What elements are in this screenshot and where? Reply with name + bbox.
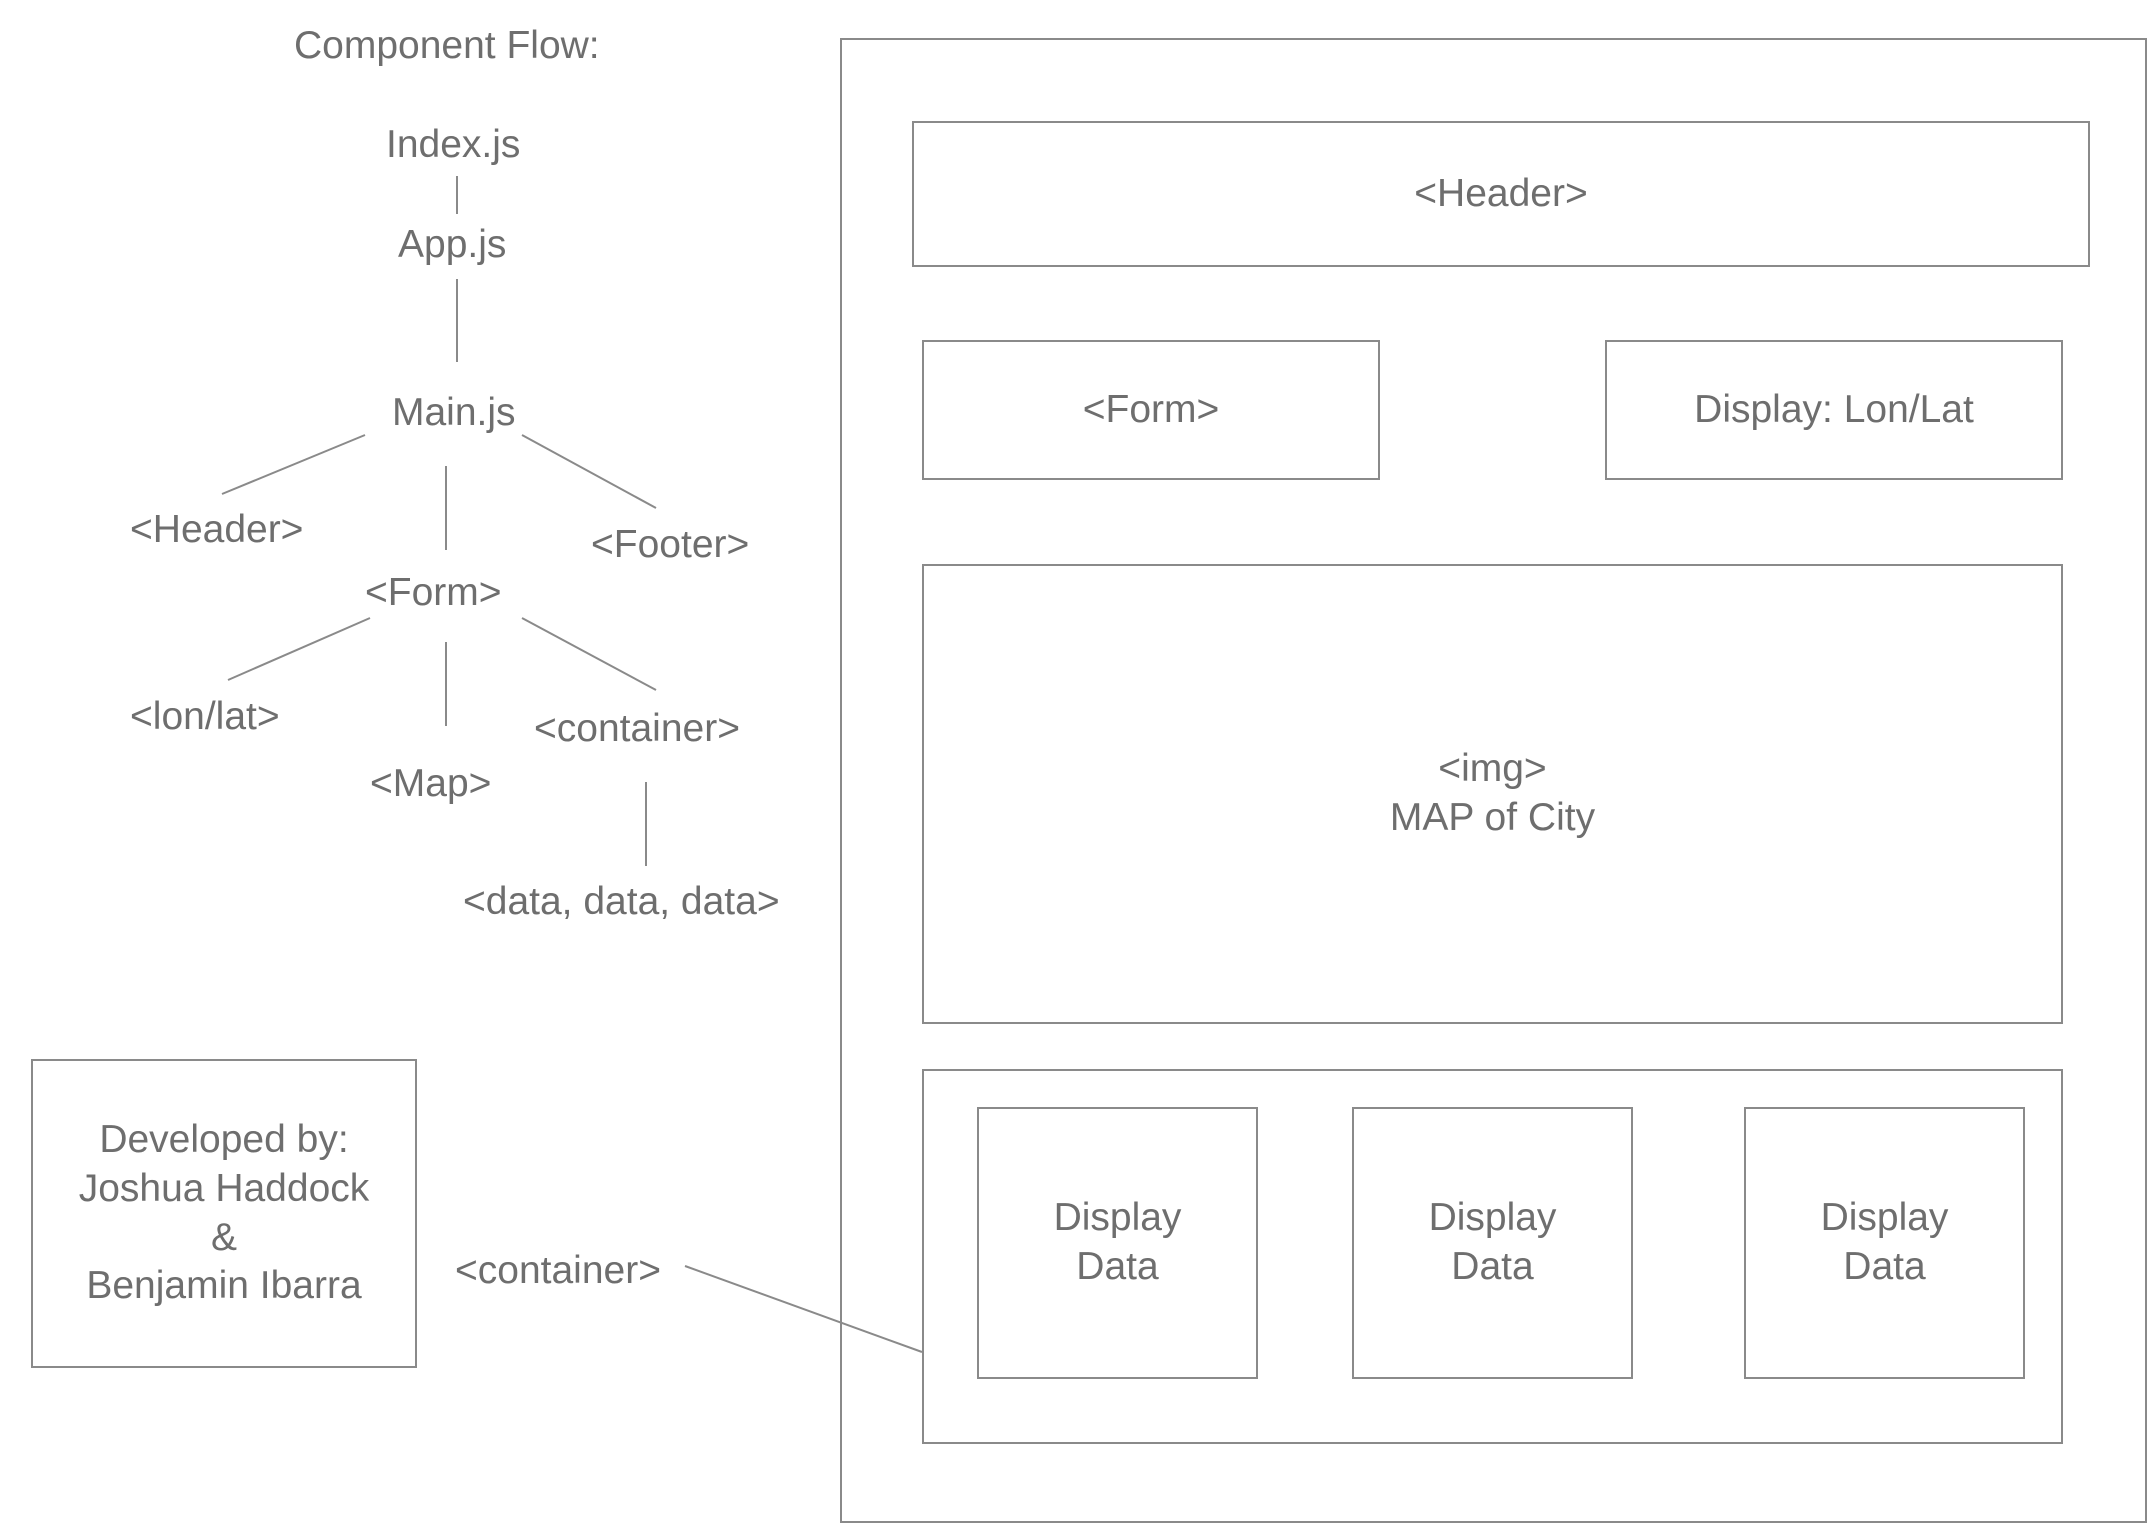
callout-line xyxy=(684,1265,923,1353)
node-header: <Header> xyxy=(130,508,304,551)
wireframe-data-card-3: Display Data xyxy=(1744,1107,2025,1379)
data-card-2-line-1: Display xyxy=(1428,1196,1557,1240)
credits-line-1: Developed by: xyxy=(99,1118,349,1161)
credits-box: Developed by: Joshua Haddock & Benjamin … xyxy=(31,1059,417,1368)
edge-main-header xyxy=(221,434,366,495)
wireframe-header: <Header> xyxy=(912,121,2090,267)
wireframe-map: <img> MAP of City xyxy=(922,564,2063,1024)
node-lon-lat: <lon/lat> xyxy=(130,695,280,738)
wireframe-header-label: <Header> xyxy=(1414,171,1588,215)
edge-main-footer xyxy=(521,434,657,509)
flow-title: Component Flow: xyxy=(294,24,600,67)
callout-container-label: <container> xyxy=(455,1249,661,1292)
data-card-3-line-1: Display xyxy=(1820,1196,1949,1240)
data-card-3-line-2: Data xyxy=(1843,1245,1926,1288)
data-card-2-line-2: Data xyxy=(1451,1245,1534,1288)
credits-line-3: & xyxy=(210,1215,237,1259)
wireframe-data-container xyxy=(922,1069,2063,1444)
credits-line-2: Joshua Haddock xyxy=(78,1166,370,1210)
wireframe-form: <Form> xyxy=(922,340,1380,480)
node-data: <data, data, data> xyxy=(463,880,780,923)
wireframe-form-label: <Form> xyxy=(1082,387,1220,431)
wireframe-display-lonlat: Display: Lon/Lat xyxy=(1605,340,2063,480)
wireframe-map-caption: MAP of City xyxy=(1389,796,1596,839)
wireframe-display-lonlat-label: Display: Lon/Lat xyxy=(1694,387,1974,431)
edge-form-lonlat xyxy=(227,617,371,681)
node-index-js: Index.js xyxy=(386,123,521,166)
wireframe-page xyxy=(840,38,2147,1523)
edge-form-container xyxy=(521,617,657,691)
node-footer: <Footer> xyxy=(591,523,750,566)
data-card-1-line-1: Display xyxy=(1053,1196,1182,1240)
node-form: <Form> xyxy=(365,571,502,614)
data-card-1-line-2: Data xyxy=(1076,1245,1159,1288)
wireframe-data-card-2: Display Data xyxy=(1352,1107,1633,1379)
wireframe-data-card-1: Display Data xyxy=(977,1107,1258,1379)
node-main-js: Main.js xyxy=(392,391,516,434)
node-container: <container> xyxy=(534,707,740,750)
node-app-js: App.js xyxy=(398,223,507,266)
wireframe-map-tag: <img> xyxy=(1438,747,1547,791)
credits-line-4: Benjamin Ibarra xyxy=(86,1264,362,1308)
node-map: <Map> xyxy=(370,762,492,805)
